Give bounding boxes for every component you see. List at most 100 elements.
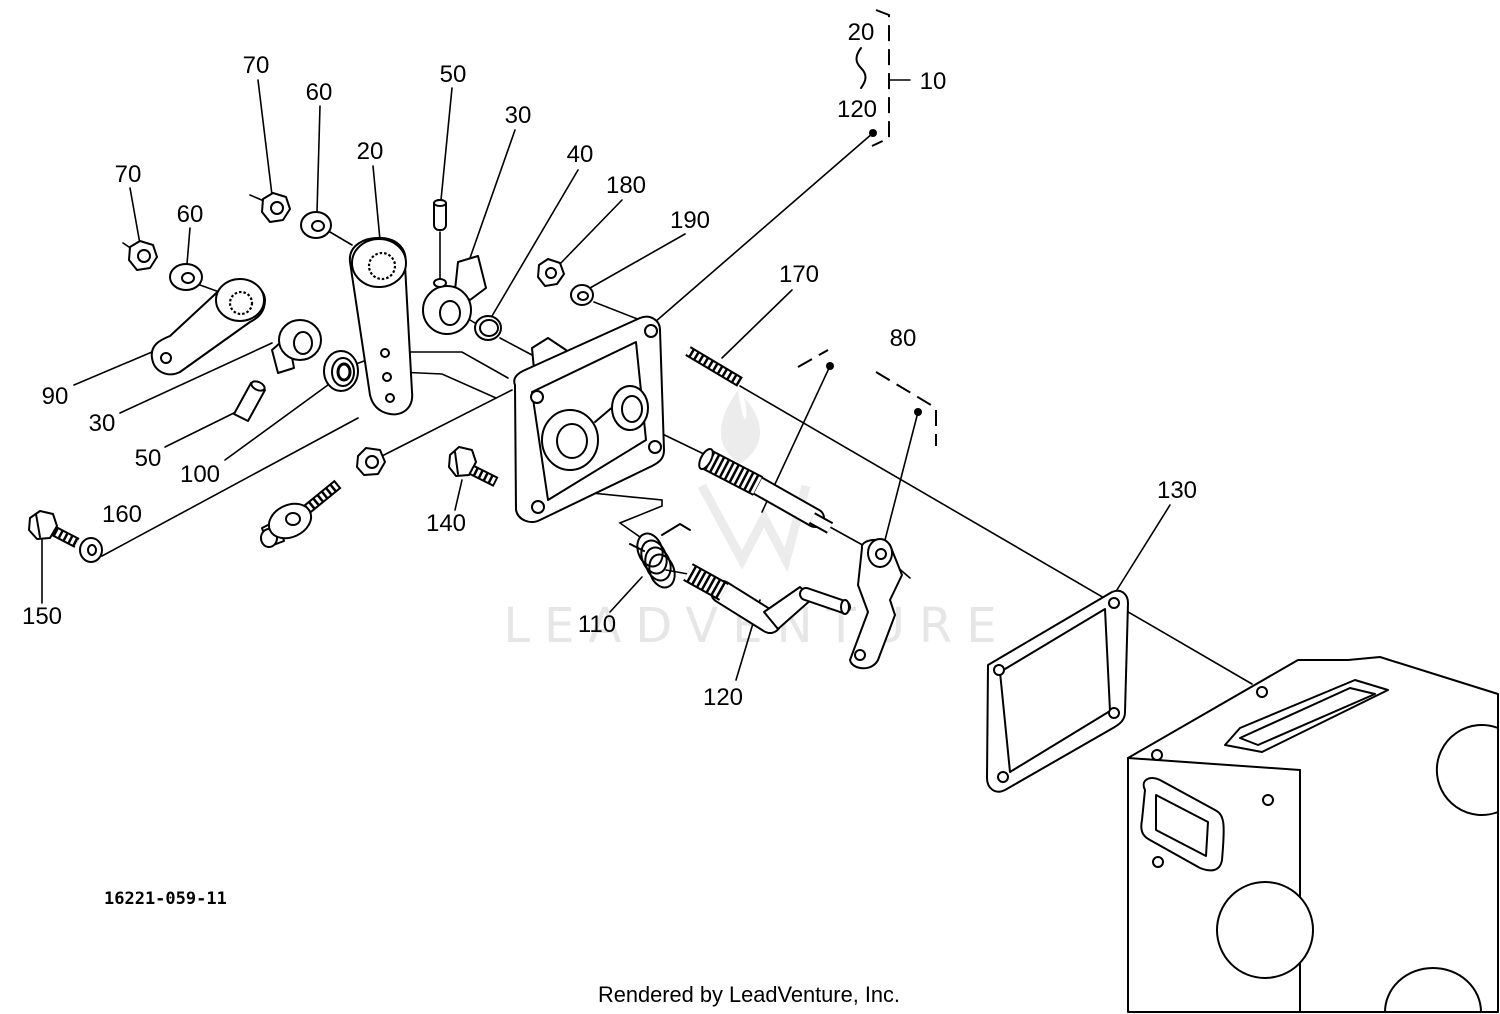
callout-label: 190 [670, 207, 710, 234]
cover-bore [556, 423, 588, 459]
leader-line [164, 409, 241, 448]
collar-bore [439, 300, 461, 326]
callout-label: 140 [426, 510, 466, 537]
collar-30-top [422, 255, 487, 335]
leader-line [129, 187, 141, 245]
lever-hole [160, 352, 172, 364]
leader-line [316, 105, 321, 213]
block-bolt-hole [1256, 686, 1268, 698]
callout-label: 50 [135, 445, 162, 472]
callout-label: 170 [779, 261, 819, 288]
leader-line [372, 165, 381, 241]
shaft-spline-end [698, 448, 714, 470]
governor-lever-80 [849, 538, 903, 670]
block-side-port-inner [1155, 794, 1209, 857]
pin-end [433, 199, 447, 207]
range-squiggle [855, 47, 867, 89]
spring-coil [648, 553, 676, 589]
callout-label: 80 [890, 325, 917, 352]
collar-30-left [271, 319, 322, 374]
watermark-w-logo [698, 483, 811, 573]
callout-label: 70 [115, 161, 142, 188]
leader-dot [869, 129, 877, 137]
axis-line [397, 371, 497, 399]
callout-label: 120 [837, 96, 877, 123]
nut-70-left [128, 240, 158, 271]
washer-hole [87, 544, 97, 556]
callout-label: 10 [920, 68, 947, 95]
nut-hole [545, 267, 557, 279]
shaft-body-fill [712, 582, 780, 632]
crank-pin-end [840, 599, 850, 615]
kit-bracket-80-right [875, 371, 937, 446]
leader-line [469, 129, 516, 259]
spring-tang [661, 523, 691, 536]
o-ring-inner [479, 319, 499, 337]
kit-bracket-10 [871, 9, 890, 147]
axis-line [739, 385, 1253, 685]
washer-hole [577, 291, 589, 301]
parts [28, 192, 1499, 1013]
callout-label: 60 [306, 79, 333, 106]
block-bolt-hole [1152, 856, 1164, 868]
collar-bore [293, 331, 313, 355]
washer-60-upper [300, 211, 332, 239]
spring-110 [629, 523, 691, 589]
governor-cover [513, 315, 665, 523]
pin-end [250, 380, 266, 392]
block-bolt-hole [1151, 749, 1163, 761]
bolt-140 [448, 446, 499, 487]
callout-label: 160 [102, 501, 142, 528]
gasket-130 [986, 589, 1129, 793]
kit-bracket-80-left [797, 349, 829, 368]
spring-pin [233, 382, 266, 422]
lever-hole [380, 348, 390, 358]
callout-label: 180 [606, 172, 646, 199]
leader-line [721, 289, 793, 359]
lever-plate [849, 538, 903, 670]
callout-label: 90 [42, 383, 69, 410]
leader-line [257, 79, 273, 196]
leader-line [73, 351, 153, 386]
block-bore [1435, 724, 1499, 816]
nut-hole [137, 249, 151, 263]
nut-180 [537, 258, 565, 287]
washer-hole [181, 272, 195, 284]
callout-label: 30 [89, 410, 116, 437]
axis-line [249, 194, 265, 202]
block-side-port [1140, 777, 1225, 872]
callout-labels: 20 120 10 70 60 20 50 30 40 180 190 70 6… [22, 19, 1197, 1007]
lever-90 [150, 278, 266, 376]
leader-lines [41, 9, 1171, 681]
bearing-bore [336, 362, 352, 382]
block-bore [1384, 967, 1482, 1013]
leader-line [491, 169, 579, 317]
leader-line [440, 87, 453, 201]
gasket-hole [1108, 707, 1120, 719]
callout-label: 110 [578, 611, 616, 638]
bolt-head [28, 510, 58, 540]
callout-label: 100 [180, 461, 220, 488]
leader-line [119, 342, 273, 414]
leader-line [884, 411, 919, 541]
pin-hole [433, 278, 447, 288]
gasket-hole [997, 771, 1009, 783]
watermark-flame-logo [720, 390, 760, 464]
callout-label: 40 [567, 141, 594, 168]
pin-50-left [233, 380, 266, 422]
leader-line [454, 479, 463, 511]
figure-id: 16221-059-11 [104, 889, 227, 909]
bearing-100 [323, 350, 359, 392]
leader-line [589, 233, 686, 289]
bolt-head-edge [454, 451, 459, 475]
shaft-splines-ribs [701, 451, 763, 494]
leader-dot [826, 362, 834, 370]
lever-hole [385, 393, 395, 403]
nut-hole [270, 201, 284, 215]
washer-160 [79, 537, 103, 563]
collar-lug [454, 255, 487, 301]
callout-label: 20 [848, 19, 875, 46]
washer-190 [570, 284, 594, 306]
callout-label: 120 [703, 684, 743, 711]
